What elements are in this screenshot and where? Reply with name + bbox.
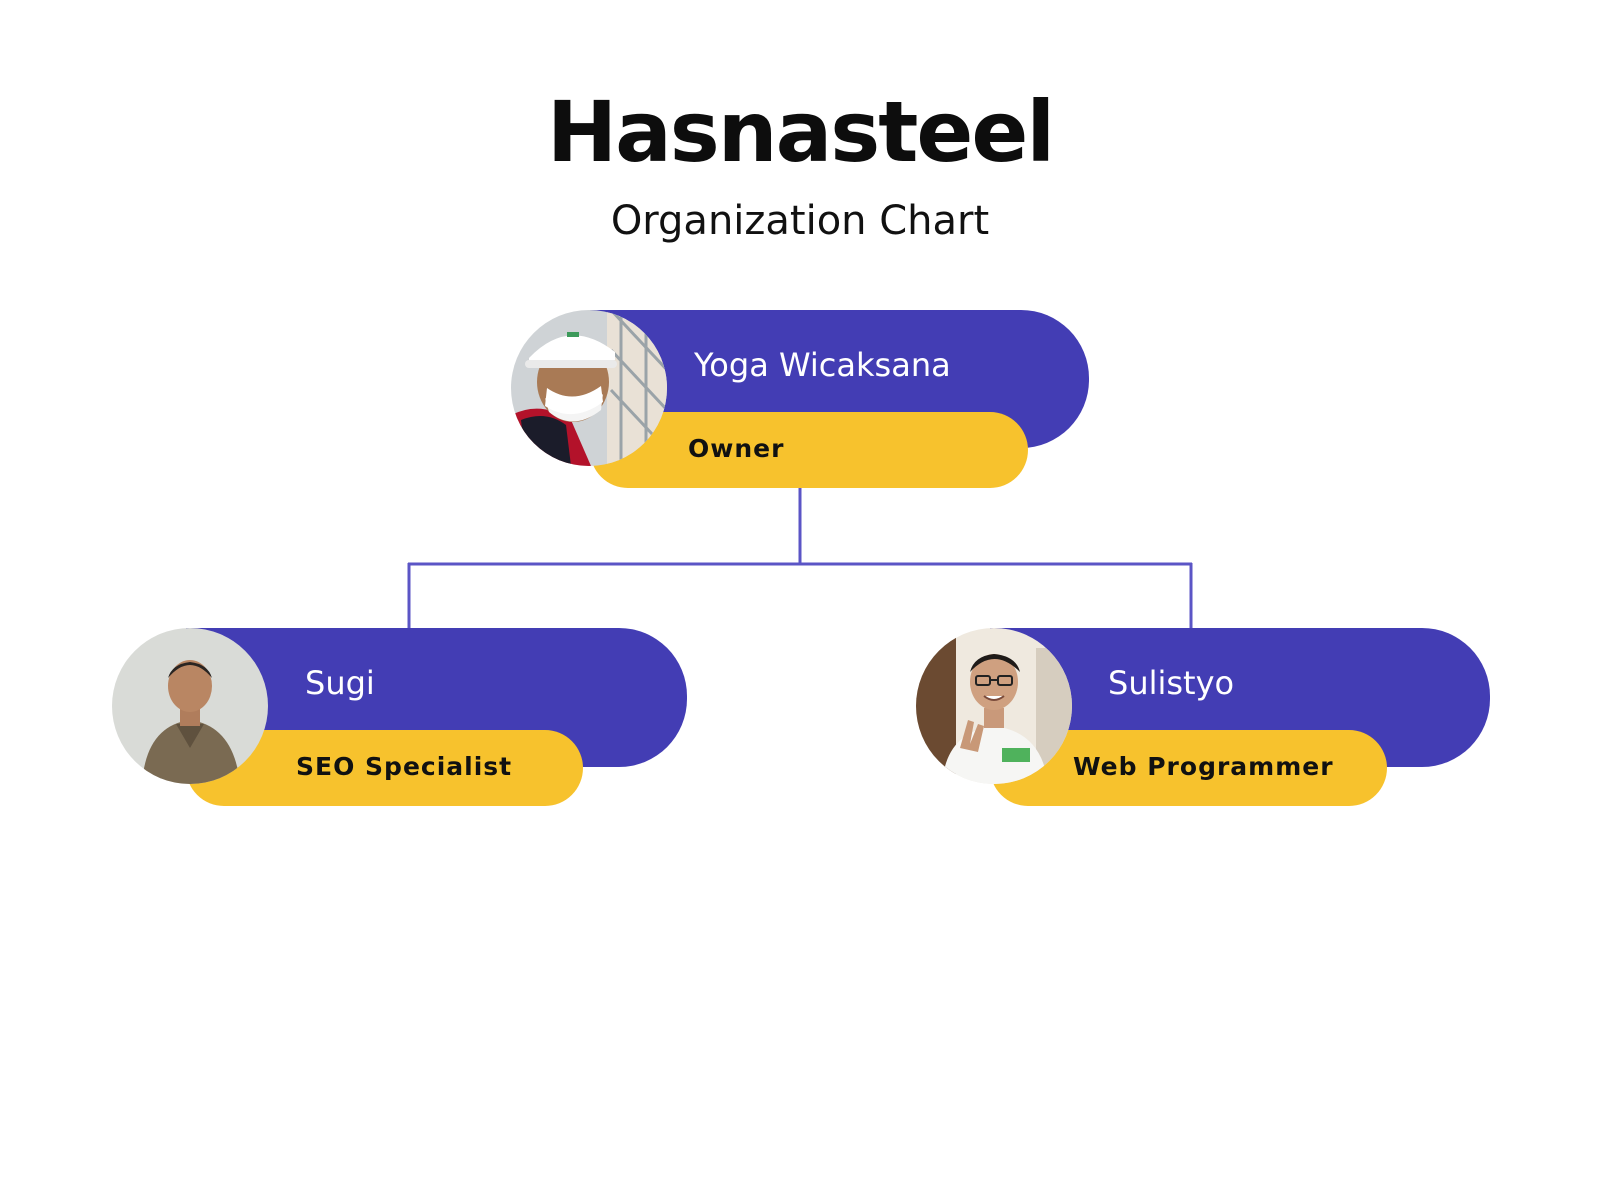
person-photo-icon (112, 628, 268, 784)
avatar-web-programmer (916, 628, 1072, 784)
name-owner: Yoga Wicaksana (694, 346, 951, 384)
name-web-programmer: Sulistyo (1108, 664, 1235, 702)
page-title: Hasnasteel (546, 83, 1055, 181)
role-owner: Owner (688, 434, 785, 463)
name-seo-specialist: Sugi (305, 664, 375, 702)
person-photo-hardhat-icon (511, 310, 667, 466)
role-web-programmer: Web Programmer (1073, 752, 1334, 781)
role-seo-specialist: SEO Specialist (296, 752, 513, 781)
role-pill-owner (590, 412, 1028, 488)
avatar-owner (511, 310, 667, 466)
person-photo-icon (916, 628, 1072, 784)
avatar-seo-specialist (112, 628, 268, 784)
page-subtitle: Organization Chart (610, 198, 990, 244)
